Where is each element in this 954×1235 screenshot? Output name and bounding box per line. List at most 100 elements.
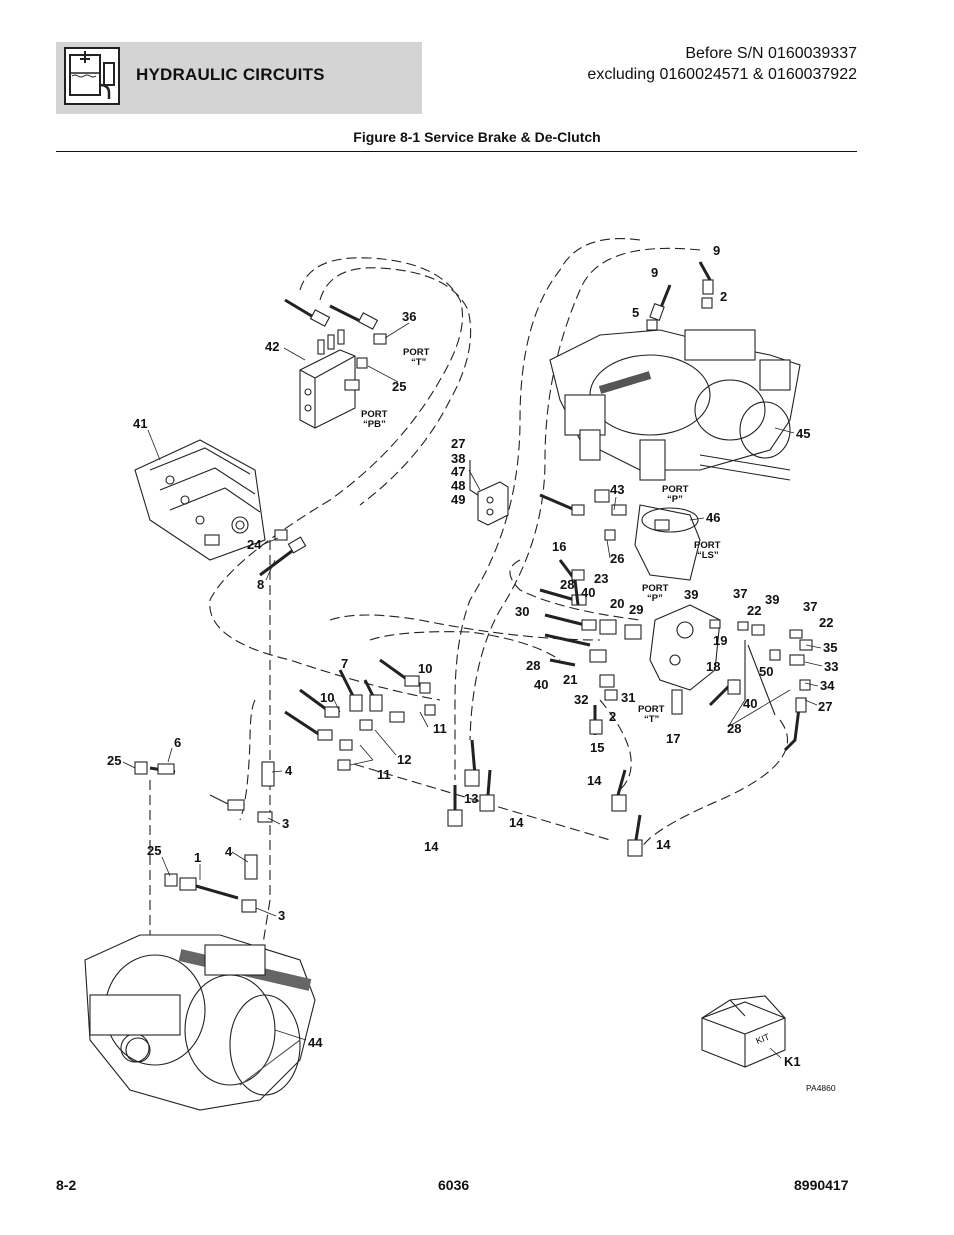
- callout-24: 24: [247, 537, 262, 552]
- callout-27a: 27: [451, 436, 465, 451]
- callout-41: 41: [133, 416, 147, 431]
- callout-31: 31: [621, 690, 635, 705]
- callout-28c: 28: [727, 721, 741, 736]
- callout-5: 5: [632, 305, 639, 320]
- footer-page-number: 8-2: [56, 1177, 77, 1193]
- lower-left-hoses: [134, 761, 275, 913]
- top-right-hoses: [646, 261, 714, 331]
- footer-part-number: 8990417: [794, 1177, 849, 1193]
- callout-9b: 9: [651, 265, 658, 280]
- callout-2b: 2: [609, 709, 616, 724]
- callout-39b: 39: [765, 592, 779, 607]
- port-p-valve-value: “P”: [647, 593, 663, 604]
- callout-10a: 10: [418, 661, 432, 676]
- callout-36: 36: [402, 309, 416, 324]
- callout-19: 19: [713, 633, 727, 648]
- port-p-upper-value: “P”: [667, 494, 683, 505]
- callout-32: 32: [574, 692, 588, 707]
- callout-14b: 14: [424, 839, 439, 854]
- callout-14d: 14: [656, 837, 671, 852]
- callout-4a: 4: [285, 763, 293, 778]
- callout-28a: 28: [560, 577, 574, 592]
- center-hoses: [539, 559, 603, 735]
- upper-axle: [549, 329, 801, 481]
- port-ls-value: “LS”: [697, 550, 719, 561]
- callout-45: 45: [796, 426, 810, 441]
- callout-14c: 14: [587, 773, 602, 788]
- callout-18: 18: [706, 659, 720, 674]
- serial-line-1: Before S/N 0160039337: [685, 45, 857, 62]
- center-brake-valve: [589, 604, 721, 701]
- callout-46: 46: [706, 510, 720, 525]
- callout-26: 26: [610, 551, 624, 566]
- callout-37b: 37: [803, 599, 817, 614]
- callout-44: 44: [308, 1035, 323, 1050]
- callout-27b: 27: [818, 699, 832, 714]
- callout-k1: K1: [784, 1054, 801, 1069]
- kit-box-illustration: [701, 995, 786, 1068]
- callout-3b: 3: [278, 908, 285, 923]
- hose-routing-lines: [149, 238, 789, 951]
- callout-48: 48: [451, 478, 465, 493]
- callout-22b: 22: [819, 615, 833, 630]
- callout-10b: 10: [320, 690, 334, 705]
- brake-valve-assembly: [299, 329, 360, 429]
- port-t-top-label: PORT: [403, 347, 430, 358]
- upper-hoses: [284, 298, 387, 369]
- callout-7: 7: [341, 656, 348, 671]
- port-t-valve-value: “T”: [644, 714, 660, 725]
- leader-lines: [122, 322, 823, 1059]
- callout-25c: 25: [147, 843, 161, 858]
- callout-35: 35: [823, 640, 837, 655]
- callout-17: 17: [666, 731, 680, 746]
- callout-9a: 9: [713, 243, 720, 258]
- callout-40a: 40: [581, 585, 595, 600]
- callout-42: 42: [265, 339, 279, 354]
- callout-12: 12: [397, 752, 411, 767]
- callout-28b: 28: [526, 658, 540, 673]
- callout-8: 8: [257, 577, 264, 592]
- callout-21: 21: [563, 672, 577, 687]
- callout-4b: 4: [225, 844, 233, 859]
- callout-23: 23: [594, 571, 608, 586]
- callout-50: 50: [759, 664, 773, 679]
- callout-49: 49: [451, 492, 465, 507]
- hydraulic-reservoir-icon: [64, 47, 120, 105]
- directional-valve-block: [134, 439, 307, 577]
- callout-11a: 11: [433, 721, 447, 736]
- figure-image-id: PA4860: [806, 1083, 836, 1093]
- callout-40c: 40: [743, 696, 757, 711]
- callout-22a: 22: [747, 603, 761, 618]
- callout-2a: 2: [720, 289, 727, 304]
- callout-47: 47: [451, 464, 465, 479]
- callout-25a: 25: [392, 379, 406, 394]
- callout-16: 16: [552, 539, 566, 554]
- section-title: HYDRAULIC CIRCUITS: [136, 65, 325, 84]
- serial-line-2: excluding 0160024571 & 0160037922: [587, 66, 857, 83]
- callout-14a: 14: [509, 815, 524, 830]
- port-p-upper-label: PORT: [662, 484, 689, 495]
- callout-39a: 39: [684, 587, 698, 602]
- callout-6: 6: [174, 735, 181, 750]
- callout-30: 30: [515, 604, 529, 619]
- footer-model: 6036: [438, 1177, 470, 1193]
- callout-38: 38: [451, 451, 465, 466]
- port-ls-label: PORT: [694, 540, 721, 551]
- left-middle-hoses: [284, 658, 436, 771]
- port-labels: PORT “T” PORT “PB” PORT “P” PORT “LS” PO…: [361, 347, 721, 725]
- callout-25b: 25: [107, 753, 121, 768]
- port-pb-value: “PB”: [363, 419, 386, 430]
- callout-20: 20: [610, 596, 624, 611]
- callout-43: 43: [610, 482, 624, 497]
- callout-40b: 40: [534, 677, 548, 692]
- callout-15: 15: [590, 740, 604, 755]
- figure-title: Figure 8-1 Service Brake & De-Clutch: [353, 129, 601, 145]
- port-pb-label: PORT: [361, 409, 388, 420]
- callout-11b: 11: [377, 767, 391, 782]
- port-p-valve-label: PORT: [642, 583, 669, 594]
- callout-3a: 3: [282, 816, 289, 831]
- header-rule: [56, 151, 857, 152]
- lower-axle: [84, 934, 316, 1111]
- callout-labels: 9 9 2 5 36 42 25 45 41 27 38 47 48 49 43…: [107, 243, 838, 1069]
